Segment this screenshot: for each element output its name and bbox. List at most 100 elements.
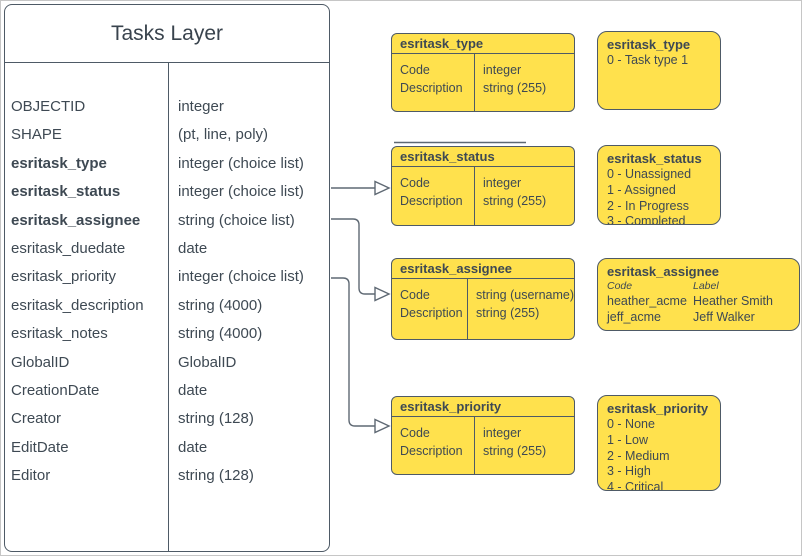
tasks-layer-table: Tasks Layer OBJECTID integer SHAPE (pt, li… [4,4,330,552]
detail-table-title: esritask_type [392,34,574,54]
legend-item: 0 - Task type 1 [607,53,689,67]
table-row: esritask_priority integer (choice list) [5,263,329,291]
legend-esritask-type: esritask_type 0 - Task type 1 [597,31,721,110]
legend-title: esritask_assignee [607,264,720,279]
field-name: esritask_type [11,154,107,172]
table-row: esritask_description string (4000) [5,292,329,320]
assignee-label: Heather Smith [693,294,773,308]
field-name: Editor [11,467,51,485]
legend-esritask-priority: esritask_priority 0 - None 1 - Low 2 - M… [597,395,721,491]
legend-columns: Code Label heather_acme Heather Smith je… [607,280,799,325]
table-row: OBJECTID integer [5,93,329,121]
field-name: esritask_priority [11,268,117,286]
detail-type: string (255) [483,193,547,208]
legend-col-header-code: Code [607,280,633,292]
assignee-code: jeff_acme [607,310,661,324]
field-name: GlobalID [11,353,70,371]
field-type: string (128) [178,410,254,428]
table-row: CreationDate date [5,377,329,405]
field-type: integer (choice list) [178,154,304,172]
detail-field: Code [400,426,430,440]
arrowhead-priority [374,418,391,434]
detail-type: string (255) [476,305,540,320]
field-type: integer [178,98,224,115]
detail-type: string (255) [483,443,547,458]
field-type: string (4000) [178,325,263,343]
table-row: esritask_duedate date [5,235,329,263]
detail-field: Code [400,288,430,302]
legend-item: 4 - Critical [607,480,664,491]
field-type: integer (choice list) [178,268,304,286]
field-type: date [178,382,208,400]
field-type: integer (choice list) [178,183,304,201]
field-type: string (choice list) [178,211,295,229]
field-name: esritask_status [11,183,121,201]
legend-item: 3 - Completed [607,214,686,225]
detail-table-title: esritask_priority [392,397,574,417]
field-type: date [178,438,208,456]
table-row: SHAPE (pt, line, poly) [5,121,329,149]
detail-type: string (255) [483,80,547,95]
connector-priority [331,277,375,427]
legend-item: 1 - Assigned [607,182,676,197]
table-row: GlobalID GlobalID [5,349,329,377]
field-name: EditDate [11,438,69,456]
detail-type: integer [483,176,522,190]
legend-item: 0 - None [607,417,655,431]
field-type: string (4000) [178,296,263,314]
field-name: esritask_notes [11,325,108,343]
legend-item: 1 - Low [607,432,648,447]
legend-item: 3 - High [607,464,651,479]
table-row: esritask_notes string (4000) [5,320,329,348]
legend-esritask-assignee: esritask_assignee Code Label heather_acm… [597,258,800,331]
assignee-label: Jeff Walker [693,310,755,324]
arrowhead-status [374,180,391,196]
field-type: (pt, line, poly) [178,126,269,144]
field-name: esritask_description [11,296,144,314]
detail-field: Description [400,305,463,320]
legend-title: esritask_type [607,37,691,52]
detail-type: integer [483,63,522,77]
legend-col-header-label: Label [693,280,719,292]
field-name: Creator [11,410,62,428]
connector-assignee [331,218,375,295]
column-divider [168,63,170,551]
field-type: date [178,240,208,258]
arrowhead-assignee [374,286,391,302]
table-row: esritask_status integer (choice list) [5,178,329,206]
field-name: OBJECTID [11,98,86,115]
field-name: SHAPE [11,126,62,144]
field-name: CreationDate [11,382,100,400]
detail-field: Description [400,193,463,208]
legend-title: esritask_status [607,151,702,166]
detail-field: Description [400,443,463,458]
field-name: esritask_assignee [11,211,141,229]
table-row: esritask_assignee string (choice list) [5,207,329,235]
legend-esritask-status: esritask_status 0 - Unassigned 1 - Assig… [597,145,721,225]
legend-item: 0 - Unassigned [607,167,692,181]
table-row: EditDate date [5,434,329,462]
field-name: esritask_duedate [11,240,126,258]
assignee-code: heather_acme [607,294,687,308]
detail-type: integer [483,426,522,440]
detail-table-title: esritask_assignee [392,259,574,279]
detail-field: Description [400,80,463,95]
legend-item: 2 - In Progress [607,198,689,213]
tasks-layer-title: Tasks Layer [5,5,329,63]
field-type: GlobalID [178,353,237,371]
detail-field: Code [400,63,430,77]
legend-ellipsis: .... [607,325,799,330]
detail-type: string (username) [476,288,574,302]
table-row: Creator string (128) [5,405,329,433]
legend-item: 2 - Medium [607,448,670,463]
